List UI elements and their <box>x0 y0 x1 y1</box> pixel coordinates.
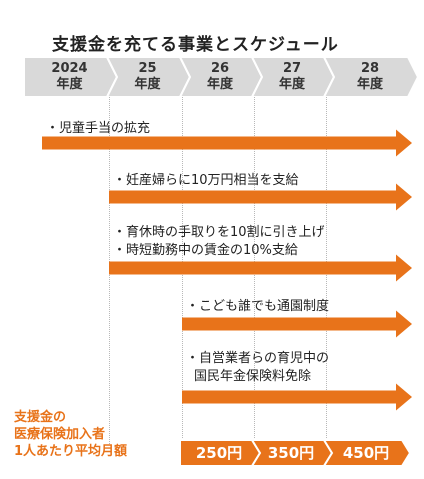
measure-label-line: ・こども誰でも通園制度 <box>186 299 330 314</box>
cost-amount-2: 450円 <box>342 444 390 462</box>
year-suffix: 年度 <box>278 77 305 92</box>
measure-arrow-4 <box>182 383 412 411</box>
measure-label-line: ・育休時の手取りを10割に引き上げ <box>113 225 325 240</box>
measure-label-line: ・児童手当の拡充 <box>46 121 151 136</box>
measure-label-line: ・時短勤務中の賃金の10%支給 <box>113 243 298 258</box>
measure-label-line: ・自営業者らの育児中の <box>186 351 330 366</box>
measure-label-3: ・こども誰でも通園制度 <box>186 298 329 316</box>
diagram-title: 支援金を充てる事業とスケジュール <box>52 35 339 55</box>
year-number: 28 <box>360 61 380 76</box>
cost-amount-0: 250円 <box>195 444 243 462</box>
measure-label-line: ・妊産婦らに10万円相当を支給 <box>113 173 299 188</box>
measure-label-2: ・育休時の手取りを10割に引き上げ・時短勤務中の賃金の10%支給 <box>113 224 325 260</box>
cost-segment-2 <box>322 439 412 467</box>
year-suffix: 年度 <box>356 77 383 92</box>
year-suffix: 年度 <box>134 77 161 92</box>
measure-arrow-1 <box>109 183 412 211</box>
measure-label-line: 国民年金保険料免除 <box>194 369 312 384</box>
year-number: 26 <box>210 61 230 76</box>
year-number: 27 <box>282 61 302 76</box>
year-suffix: 年度 <box>206 77 233 92</box>
measure-label-4: ・自営業者らの育児中の国民年金保険料免除 <box>186 350 329 386</box>
timeline-bar <box>23 56 420 98</box>
year-number: 2024 <box>51 61 88 76</box>
year-number: 25 <box>138 61 157 76</box>
cost-label: 支援金の医療保険加入者 1人あたり平均月額 <box>14 409 127 460</box>
measure-arrow-3 <box>182 310 412 338</box>
measure-label-0: ・児童手当の拡充 <box>46 120 150 138</box>
year-suffix: 年度 <box>56 77 83 92</box>
cost-amount-1: 350円 <box>267 444 315 462</box>
cost-label-line: 支援金の <box>14 410 67 425</box>
cost-label-line: 医療保険加入者 <box>14 427 106 442</box>
measure-arrow-0 <box>42 129 412 157</box>
timeline-segment-4 <box>322 56 420 98</box>
cost-label-line: 1人あたり平均月額 <box>14 444 128 459</box>
measure-arrow-2 <box>109 254 412 282</box>
measure-label-1: ・妊産婦らに10万円相当を支給 <box>113 172 299 190</box>
